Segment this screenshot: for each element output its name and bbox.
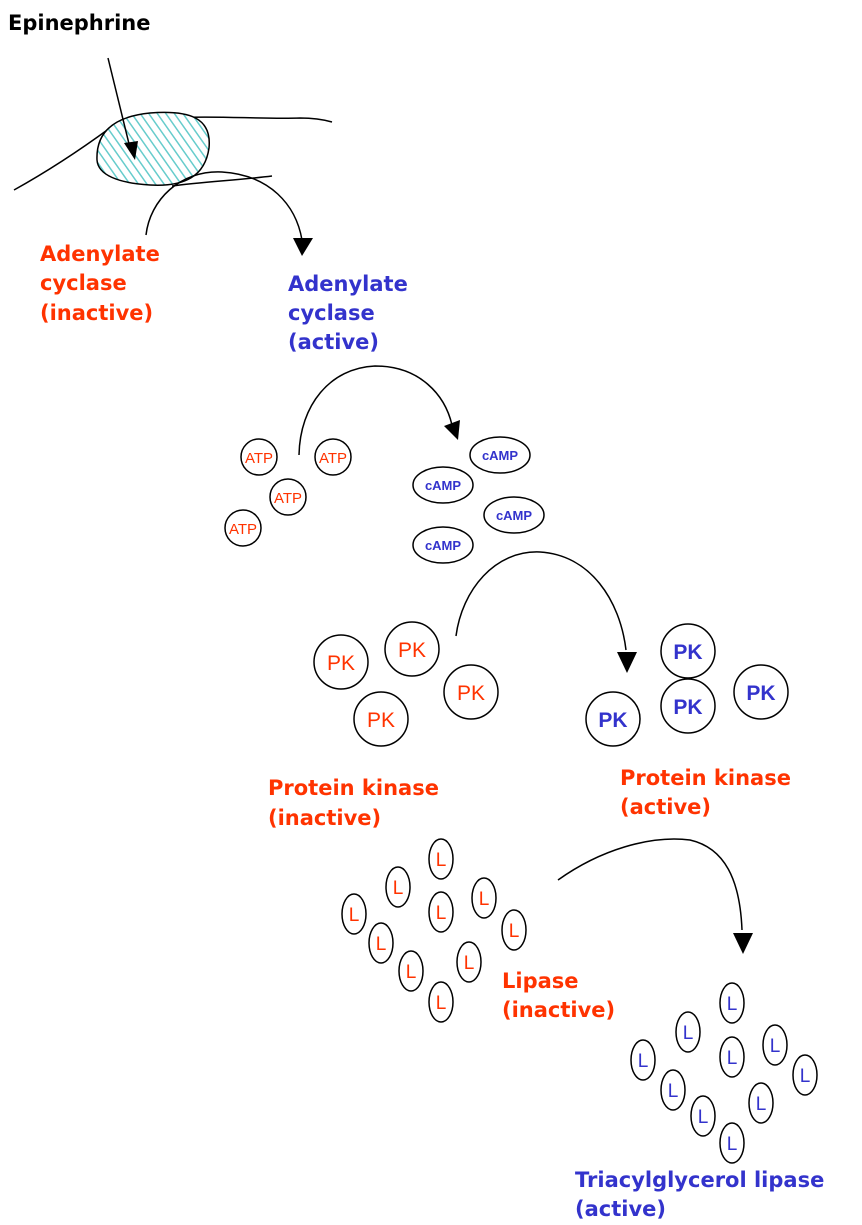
arrowhead-icon — [617, 652, 637, 673]
pk-active-group: PK PK PK PK — [585, 623, 789, 747]
arrowhead-icon — [124, 141, 138, 160]
atp-molecule: ATP — [240, 438, 278, 476]
svg-text:L: L — [638, 1051, 649, 1072]
svg-text:L: L — [800, 1066, 811, 1087]
svg-text:ATP: ATP — [245, 450, 273, 467]
arrowhead-icon — [293, 238, 313, 256]
camp-molecule: cAMP — [412, 466, 474, 504]
pk-molecule: PK — [733, 664, 789, 720]
lipase-molecule: L — [675, 1011, 701, 1053]
lipase-molecule: L — [501, 909, 527, 951]
svg-text:PK: PK — [673, 641, 702, 664]
atp-molecule: ATP — [314, 438, 352, 476]
svg-text:L: L — [393, 878, 404, 899]
svg-text:ATP: ATP — [229, 521, 257, 538]
lipase-molecule: L — [471, 877, 497, 919]
cell-membrane-lower — [171, 175, 273, 187]
lipase-molecule: L — [690, 1095, 716, 1137]
conversion-arrow-atp-camp — [298, 365, 453, 456]
lipase-molecule: L — [428, 891, 454, 933]
pk-molecule: PK — [660, 678, 716, 734]
lipase-molecule: L — [660, 1069, 686, 1111]
lipase-molecule: L — [719, 1036, 745, 1078]
svg-text:cAMP: cAMP — [425, 538, 461, 553]
svg-text:L: L — [436, 850, 447, 871]
svg-text:PK: PK — [598, 709, 627, 732]
epinephrine-arrow-line — [107, 57, 132, 153]
svg-text:L: L — [727, 1134, 738, 1155]
svg-text:L: L — [727, 994, 738, 1015]
lipase-molecule: L — [341, 893, 367, 935]
atp-molecule: ATP — [269, 478, 307, 516]
svg-text:PK: PK — [327, 652, 355, 675]
camp-molecule: cAMP — [483, 496, 545, 534]
svg-text:cAMP: cAMP — [425, 478, 461, 493]
pk-molecule: PK — [660, 623, 716, 679]
camp-molecule: cAMP — [469, 436, 531, 474]
camp-group: cAMP cAMP cAMP cAMP — [412, 436, 545, 564]
lipase-molecule: L — [456, 941, 482, 983]
lipase-molecule: L — [428, 838, 454, 880]
lipase-molecule: L — [719, 982, 745, 1024]
camp-molecule: cAMP — [412, 526, 474, 564]
lipase-inactive-group: L L L L L L L L L L — [341, 838, 527, 1023]
arrowhead-icon — [444, 420, 460, 440]
lipase-molecule: L — [398, 950, 424, 992]
svg-text:L: L — [479, 889, 490, 910]
svg-text:L: L — [698, 1107, 709, 1128]
arrowhead-icon — [733, 933, 753, 954]
pk-molecule: PK — [384, 621, 440, 677]
svg-text:L: L — [464, 953, 475, 974]
svg-text:L: L — [436, 903, 447, 924]
svg-text:L: L — [436, 993, 447, 1014]
pk-molecule: PK — [353, 691, 409, 747]
adenylate-cyclase-inactive-label: Adenylate cyclase (inactive) — [40, 242, 167, 325]
svg-text:PK: PK — [673, 696, 702, 719]
svg-text:L: L — [668, 1081, 679, 1102]
svg-text:L: L — [349, 905, 360, 926]
adenylate-cyclase-active-label: Adenylate cyclase (active) — [288, 272, 415, 354]
lipase-inactive-label: Lipase (inactive) — [502, 969, 615, 1022]
lipase-molecule: L — [630, 1039, 656, 1081]
lipase-active-group: L L L L L L L L L L — [630, 982, 818, 1164]
svg-text:L: L — [376, 934, 387, 955]
protein-kinase-inactive-label: Protein kinase (inactive) — [268, 776, 446, 830]
svg-text:L: L — [727, 1048, 738, 1069]
pk-molecule: PK — [313, 634, 369, 690]
svg-text:cAMP: cAMP — [496, 508, 532, 523]
activation-arrow-protein-kinase — [455, 551, 627, 651]
protein-kinase-active-label: Protein kinase (active) — [620, 766, 798, 819]
svg-text:L: L — [509, 921, 520, 942]
triacylglycerol-lipase-active-label: Triacylglycerol lipase (active) — [575, 1168, 832, 1221]
lipase-molecule: L — [792, 1054, 818, 1096]
activation-arrow-lipase — [557, 838, 743, 931]
svg-text:PK: PK — [367, 709, 395, 732]
lipase-molecule: L — [762, 1024, 788, 1066]
activation-arrow-adenylate — [145, 171, 303, 241]
epinephrine-label: Epinephrine — [8, 11, 151, 35]
svg-text:L: L — [406, 962, 417, 983]
svg-text:PK: PK — [398, 639, 426, 662]
lipase-molecule: L — [368, 922, 394, 964]
lipase-molecule: L — [748, 1082, 774, 1124]
lipase-molecule: L — [385, 866, 411, 908]
lipase-molecule: L — [428, 981, 454, 1023]
svg-text:L: L — [770, 1036, 781, 1057]
pk-molecule: PK — [443, 664, 499, 720]
svg-text:ATP: ATP — [319, 450, 347, 467]
lipase-molecule: L — [719, 1122, 745, 1164]
atp-molecule: ATP — [224, 509, 262, 547]
svg-text:PK: PK — [746, 682, 775, 705]
svg-text:cAMP: cAMP — [482, 448, 518, 463]
hatched-receptor-icon — [96, 111, 210, 186]
svg-text:L: L — [756, 1094, 767, 1115]
atp-group: ATP ATP ATP ATP — [224, 438, 352, 547]
svg-text:ATP: ATP — [274, 490, 302, 507]
pk-inactive-group: PK PK PK PK — [313, 621, 499, 747]
svg-text:L: L — [683, 1023, 694, 1044]
pk-molecule: PK — [585, 691, 641, 747]
svg-text:PK: PK — [457, 682, 485, 705]
